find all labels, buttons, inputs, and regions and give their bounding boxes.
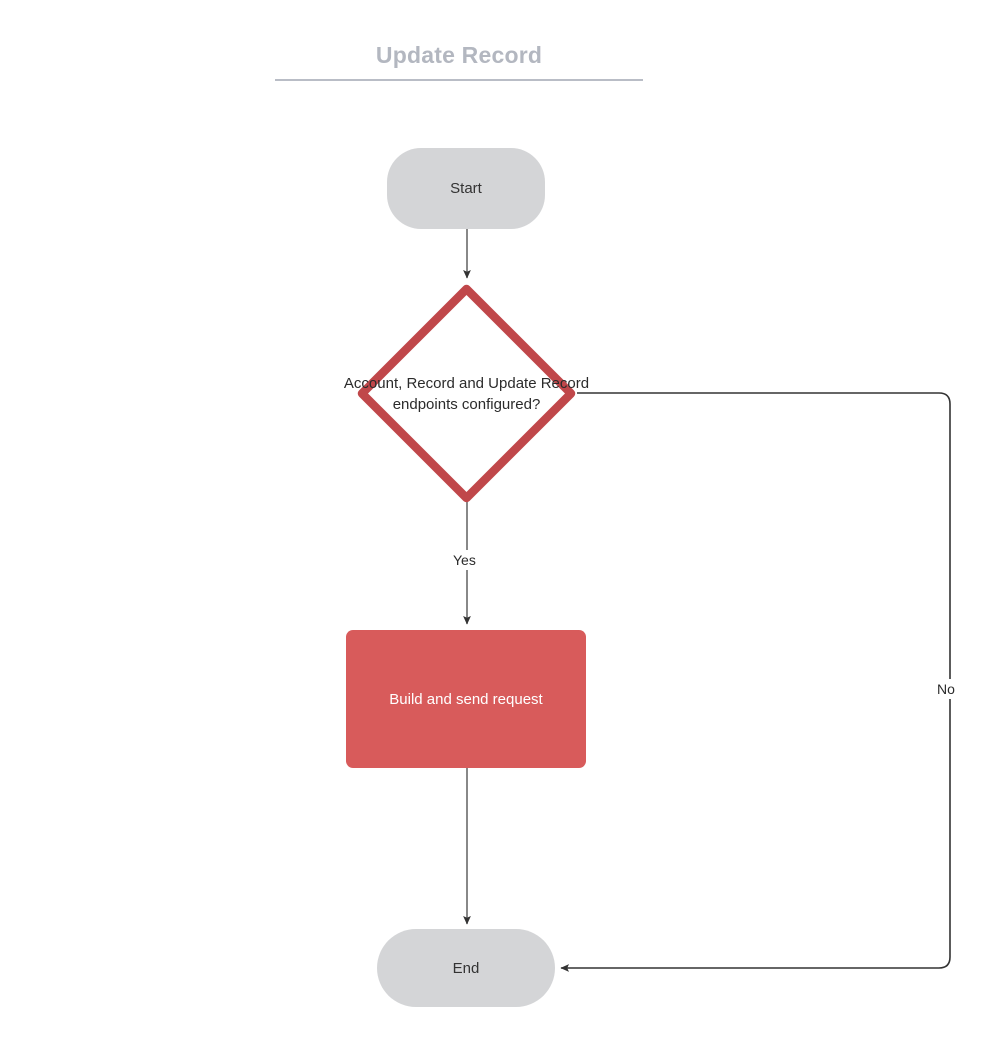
node-process-label: Build and send request <box>389 690 543 708</box>
node-decision-label: Account, Record and Update Record endpoi… <box>343 374 590 413</box>
edge-label-yes: Yes <box>449 550 480 570</box>
node-process[interactable]: Build and send request <box>346 630 586 768</box>
node-end-label: End <box>452 959 480 977</box>
edge-label-no: No <box>933 679 959 699</box>
node-start-label: Start <box>450 180 482 197</box>
edge-decision-to-end-no <box>560 392 951 972</box>
node-decision[interactable]: Account, Record and Update Record endpoi… <box>344 283 589 504</box>
page-title: Update Record <box>375 42 543 68</box>
node-start[interactable]: Start <box>387 148 545 229</box>
title-divider <box>275 79 643 81</box>
diamond-shape <box>357 284 576 503</box>
node-end[interactable]: End <box>377 929 555 1007</box>
